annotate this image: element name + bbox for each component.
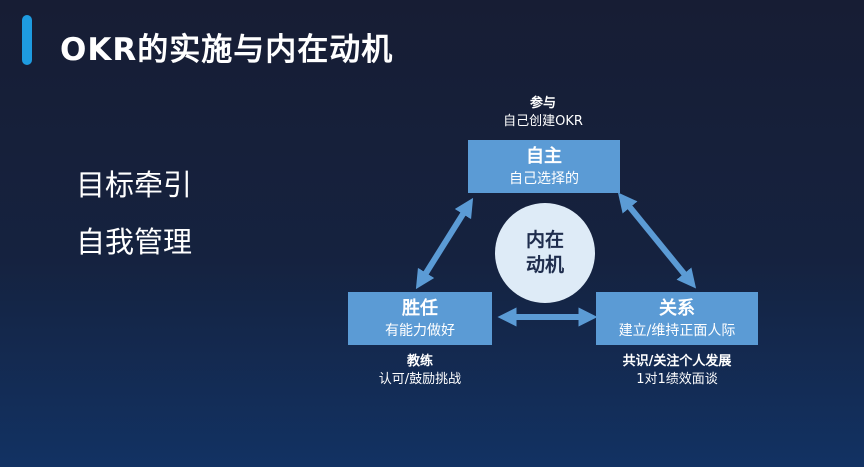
- accent-bar: [22, 15, 32, 65]
- arrow-top-right: [617, 192, 697, 289]
- note-coaching: 教练 认可/鼓励挑战: [355, 353, 485, 389]
- center-line1: 内在: [525, 229, 564, 251]
- box-relatedness-sub: 建立/维持正面人际: [618, 323, 736, 339]
- box-autonomy-title: 自主: [526, 146, 562, 167]
- center-circle: 内在 动机: [495, 203, 595, 303]
- box-competence-sub: 有能力做好: [385, 323, 455, 339]
- box-competence: 胜任 有能力做好: [348, 292, 492, 345]
- note-consensus-title: 共识/关注个人发展: [622, 354, 732, 369]
- bullet-self-management: 自我管理: [76, 225, 193, 259]
- note-coaching-title: 教练: [406, 354, 433, 369]
- note-participation: 参与 自己创建OKR: [478, 95, 608, 131]
- box-autonomy: 自主 自己选择的: [468, 140, 620, 193]
- box-relatedness: 关系 建立/维持正面人际: [596, 292, 758, 345]
- box-competence-title: 胜任: [402, 298, 438, 319]
- note-consensus-sub: 1对1绩效面谈: [636, 372, 718, 387]
- box-relatedness-title: 关系: [659, 298, 695, 319]
- arrow-top-left: [415, 197, 474, 290]
- slide-title: OKR的实施与内在动机: [60, 32, 394, 68]
- note-participation-title: 参与: [529, 96, 556, 111]
- center-line2: 动机: [525, 254, 564, 276]
- bullet-goal-traction: 目标牵引: [76, 168, 193, 202]
- note-consensus: 共识/关注个人发展 1对1绩效面谈: [596, 353, 758, 389]
- note-coaching-sub: 认可/鼓励挑战: [378, 372, 462, 387]
- note-participation-sub: 自己创建OKR: [503, 114, 583, 129]
- box-autonomy-sub: 自己选择的: [509, 171, 579, 187]
